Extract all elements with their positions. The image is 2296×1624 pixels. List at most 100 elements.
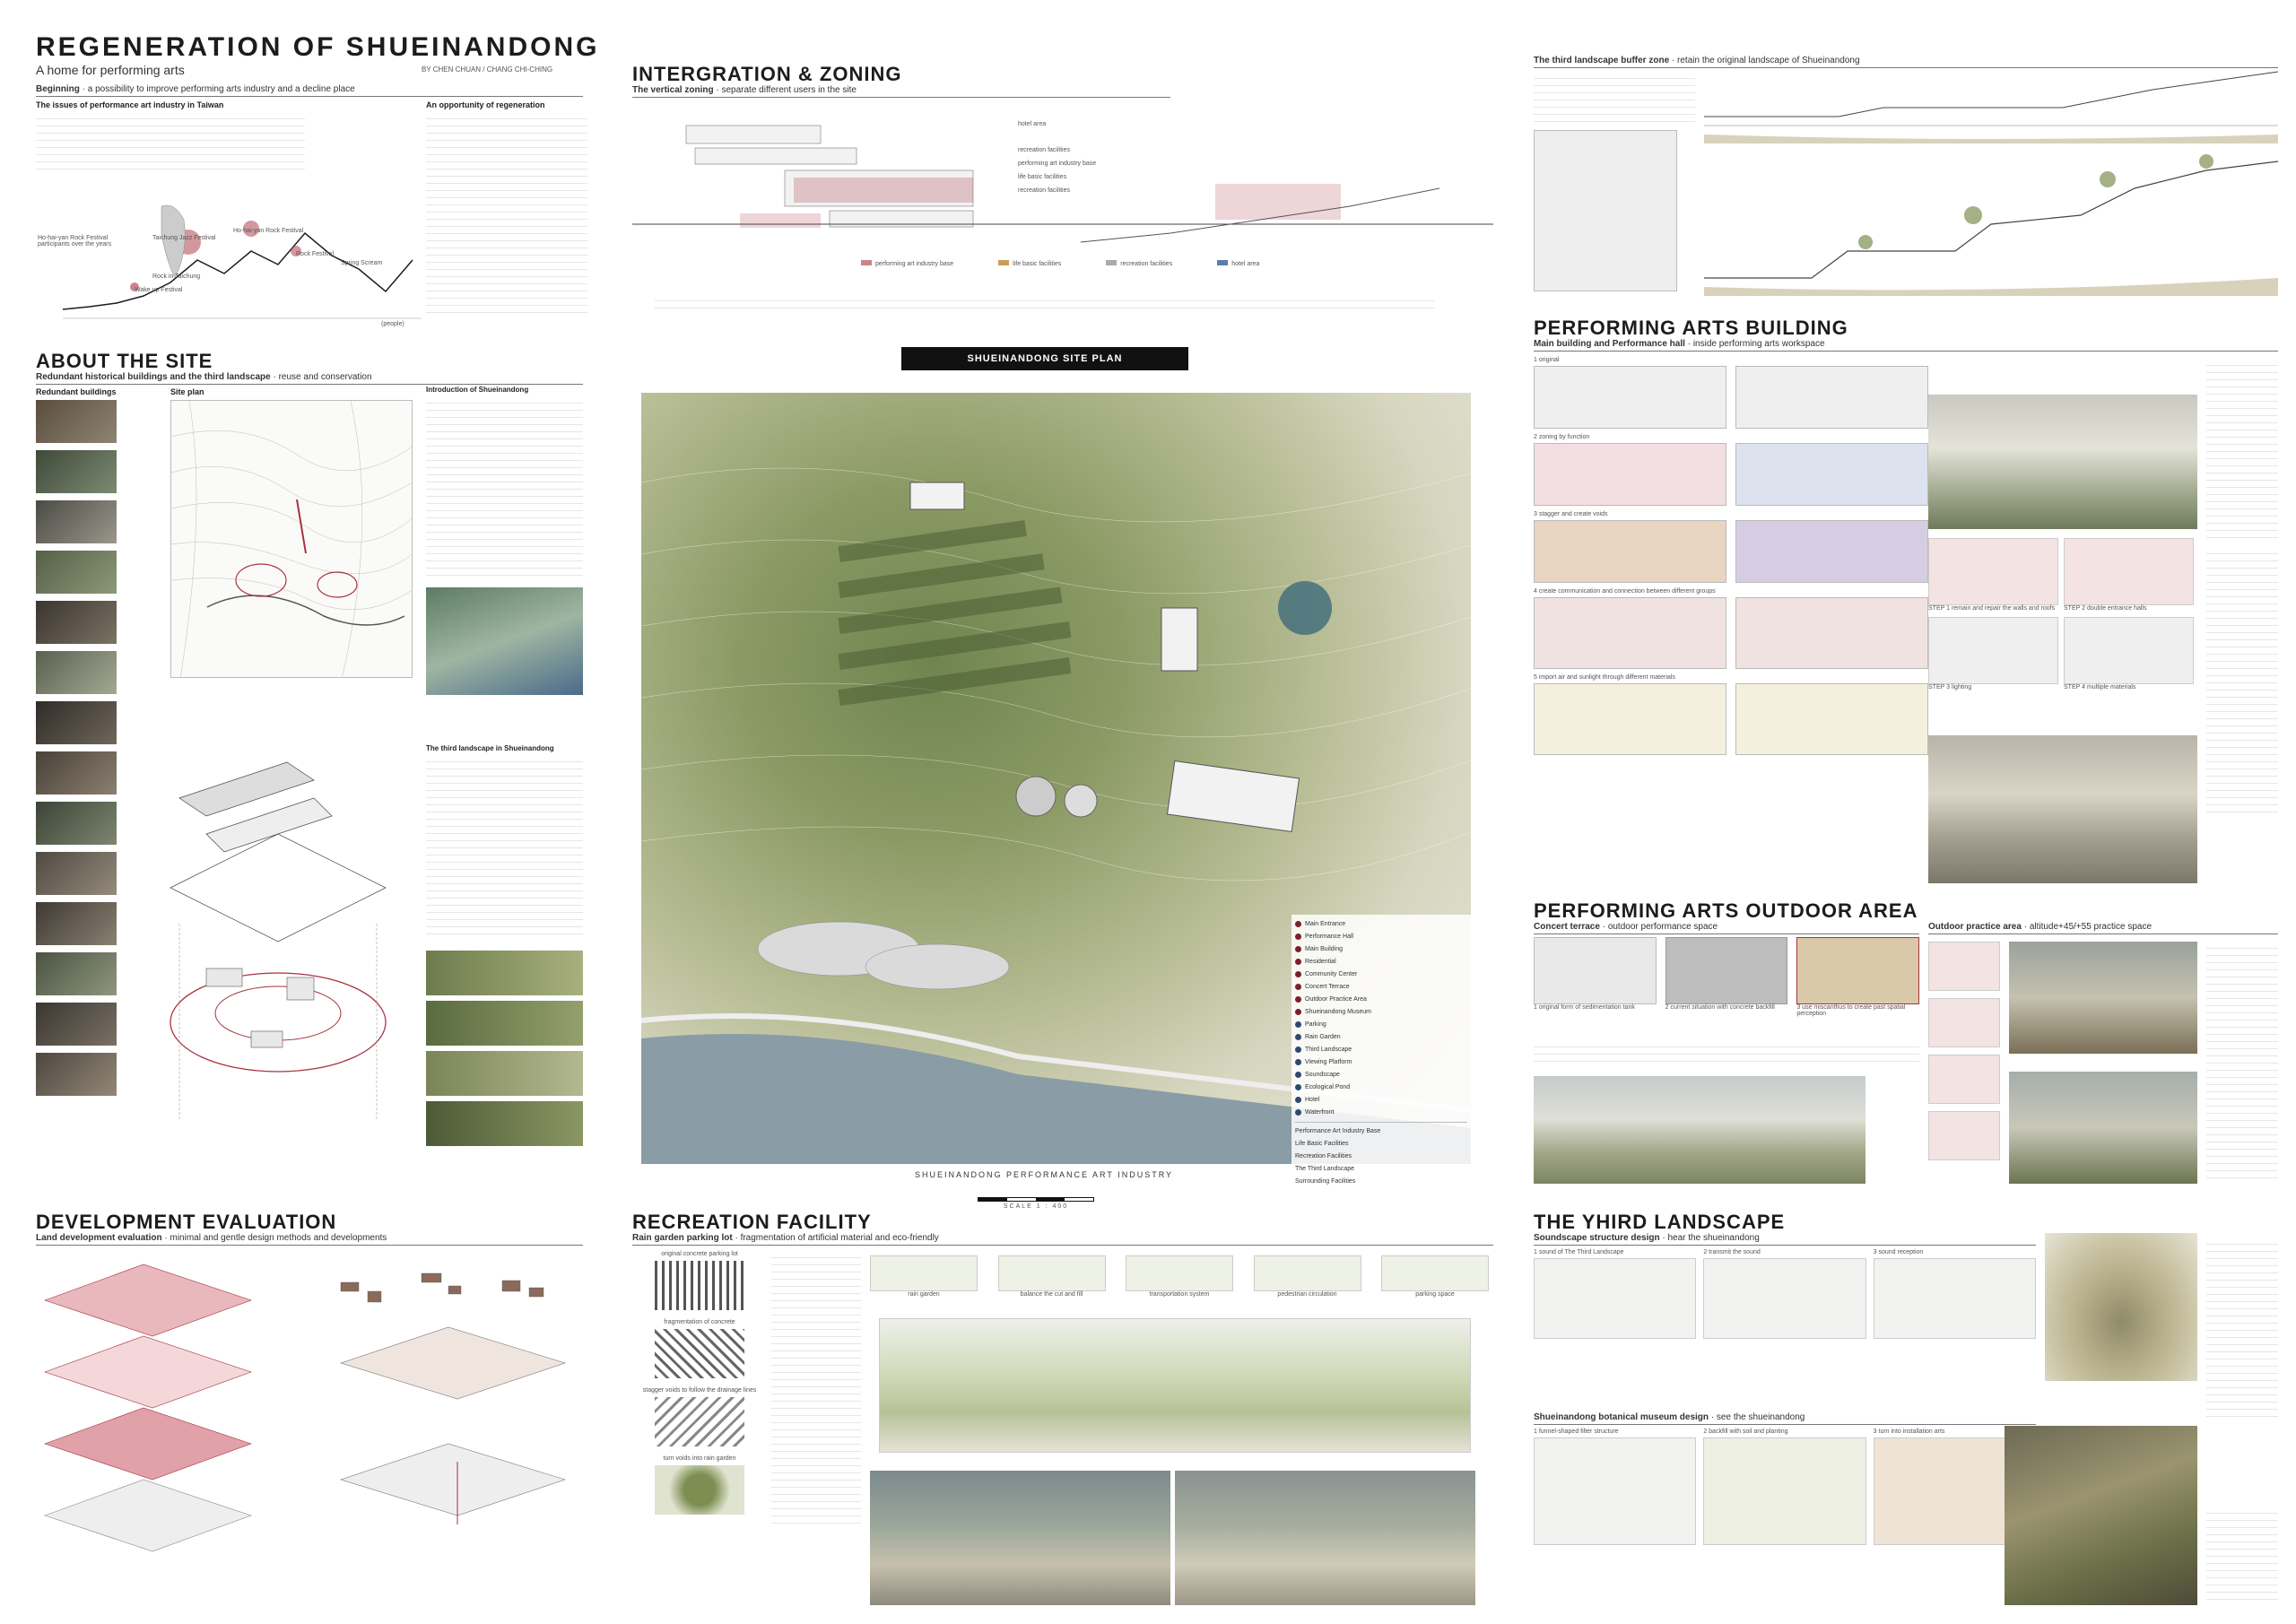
pab-step-4: 4 create communication and connection be… — [1534, 588, 1716, 595]
legend-item-15: Hotel — [1295, 1094, 1467, 1107]
museum-sub: Shueinandong botanical museum design — [1534, 1412, 1709, 1422]
dev-subheading: Land development evaluation · minimal an… — [36, 1233, 583, 1246]
site-plan-caption: SHUEINANDONG PERFORMANCE ART INDUSTRY — [915, 1170, 1174, 1179]
sound-sub: Soundscape structure design — [1534, 1233, 1660, 1243]
rec-step-3: stagger voids to follow the drainage lin… — [642, 1387, 757, 1394]
chart-ann-5: Rock Festival — [296, 251, 335, 257]
integration-heading: INTERGRATION & ZONING — [632, 63, 902, 85]
pab-step-5: 5 import air and sunlight through differ… — [1534, 674, 1675, 681]
chart-ann-2: Ho-hai-yan Rock Festival — [233, 228, 304, 234]
dev-heading: DEVELOPMENT EVALUATION — [36, 1211, 337, 1233]
chart-ann-3: Rock in Taichung — [152, 274, 201, 280]
pab-subheading: Main building and Performance hall · ins… — [1534, 339, 2278, 352]
issue-block: The issues of performance art industry i… — [36, 100, 305, 175]
issue-body — [36, 112, 305, 175]
practice-text — [2206, 942, 2278, 1184]
zoning-section — [632, 99, 1493, 269]
rec-diagram-2: balance the cut and fill — [997, 1255, 1106, 1298]
site-plan-sketch — [170, 400, 413, 678]
zoning-legend-2: life basic facilities — [998, 260, 1061, 267]
pab-right-step-2: STEP 2 double entrance halls — [2064, 605, 2147, 612]
third-body — [426, 755, 583, 934]
rec-subheading: Rain garden parking lot · fragmentation … — [632, 1233, 1493, 1246]
practice-subheading: Outdoor practice area · altitude+45/+55 … — [1928, 922, 2278, 934]
legend-item-13: Soundscape — [1295, 1069, 1467, 1081]
buffer-section-1 — [1704, 63, 2279, 143]
beginning-heading: Beginning · a possibility to improve per… — [36, 84, 583, 97]
outdoor-step-1: 1 original form of sedimentation tank — [1534, 1004, 1635, 1011]
sound-subheading: Soundscape structure design · hear the s… — [1534, 1233, 2036, 1246]
legend-item-4: Residential — [1295, 956, 1467, 968]
legend-item-10: Rain Garden — [1295, 1031, 1467, 1044]
legend-item-2: Performance Hall — [1295, 931, 1467, 943]
pab-steps: 1 original 2 zoning by function 3 stagge… — [1534, 357, 1928, 758]
pab-right-step-3: STEP 3 lighting — [1928, 684, 1972, 690]
scale-bar: SCALE 1 : 400 — [978, 1197, 1094, 1210]
buffer-sub2: retain the original landscape of Shueina… — [1677, 56, 1860, 65]
redundant-title: Redundant buildings — [36, 387, 117, 396]
dev-layers-right — [323, 1255, 583, 1560]
siteplan-title: Site plan — [170, 387, 204, 396]
rec-diagrams: rain garden balance the cut and fill tra… — [870, 1255, 1489, 1298]
buffer-text — [1534, 72, 1695, 126]
museum-steps: 1 funnel-shaped filter structure 2 backf… — [1534, 1429, 2036, 1545]
chart-ann-4: Wake up Festival — [135, 287, 183, 293]
legend-group-4: The Third Landscape — [1295, 1166, 1355, 1172]
legend-group-1: Performance Art Industry Base — [1295, 1128, 1381, 1134]
third-photos — [426, 951, 583, 1146]
pab-step-2: 2 zoning by function — [1534, 434, 1590, 440]
zoning-legend: performing art industry base life basic … — [861, 260, 1259, 267]
rec-steps: original concrete parking lot fragmentat… — [637, 1251, 762, 1518]
sound-step-1: 1 sound of The Third Landscape — [1534, 1249, 1624, 1255]
zoning-level-2: recreation facilities — [1018, 147, 1070, 153]
museum-step-1: 1 funnel-shaped filter structure — [1534, 1429, 1619, 1435]
zoning-level-4: life basic facilities — [1018, 174, 1067, 180]
buffer-subheading: The third landscape buffer zone · retain… — [1534, 56, 2278, 68]
opportunity-block: An opportunity of regeneration — [426, 100, 587, 318]
legend-item-1: Main Entrance — [1295, 918, 1467, 931]
concert-render — [1534, 1076, 1866, 1184]
about-heading: ABOUT THE SITE — [36, 350, 213, 372]
legend-item-6: Concert Terrace — [1295, 981, 1467, 994]
rec-text — [771, 1251, 861, 1529]
about-sub2: reuse and conservation — [278, 372, 372, 382]
page-title: REGENERATION OF SHUEINANDONG — [36, 32, 600, 62]
axonometric-diagram — [152, 744, 413, 1148]
vertical-subheading: The vertical zoning · separate different… — [632, 85, 1170, 98]
museum-render — [2005, 1426, 2197, 1605]
concert-subheading: Concert terrace · outdoor performance sp… — [1534, 922, 1919, 934]
zoning-legend-3: recreation facilities — [1106, 260, 1172, 267]
rec-diagram-1: rain garden — [870, 1255, 978, 1298]
buffer-sub: The third landscape buffer zone — [1534, 56, 1670, 65]
concert-sub2: outdoor performance space — [1607, 922, 1718, 932]
chart-legend: Ho-hai-yan Rock Festival participants ov… — [38, 235, 112, 248]
concert-text — [1534, 1040, 1919, 1067]
site-plan-banner: SHUEINANDONG SITE PLAN — [901, 347, 1188, 370]
legend-item-5: Community Center — [1295, 968, 1467, 981]
zoning-legend-4: hotel area — [1217, 260, 1259, 267]
rec-aerial — [879, 1318, 1471, 1453]
beginning-label: Beginning — [36, 84, 80, 94]
pab-right-step-1: STEP 1 remain and repair the walls and r… — [1928, 605, 2056, 612]
opportunity-body — [426, 112, 587, 318]
buffer-section-2 — [1704, 143, 2279, 296]
dev-sub2: minimal and gentle design methods and de… — [170, 1233, 387, 1243]
museum-step-3: 3 turn into installation arts — [1873, 1429, 1945, 1435]
pab-step-3: 3 stagger and create voids — [1534, 511, 1608, 517]
sound-step-3: 3 sound reception — [1873, 1249, 1924, 1255]
rec-step-1: original concrete parking lot — [661, 1251, 738, 1257]
intro-block: Introduction of Shueinandong — [426, 386, 583, 695]
zoning-note — [655, 294, 1435, 308]
practice-diagrams — [1928, 942, 2000, 1160]
legend-group-2: Life Basic Facilities — [1295, 1141, 1349, 1147]
zoning-level-3: performing art industry base — [1018, 161, 1097, 167]
chart-ann-6: Spring Scream — [341, 260, 383, 266]
rec-render-1 — [870, 1471, 1170, 1605]
pab-sub: Main building and Performance hall — [1534, 339, 1685, 349]
rec-sub: Rain garden parking lot — [632, 1233, 733, 1243]
pab-right-step-4: STEP 4 multiple materials — [2064, 684, 2136, 690]
zoning-level-1: hotel area — [1018, 121, 1047, 127]
issue-title: The issues of performance art industry i… — [36, 100, 224, 109]
page-subtitle: A home for performing arts — [36, 63, 185, 77]
redundant-photo-column — [36, 400, 117, 1096]
